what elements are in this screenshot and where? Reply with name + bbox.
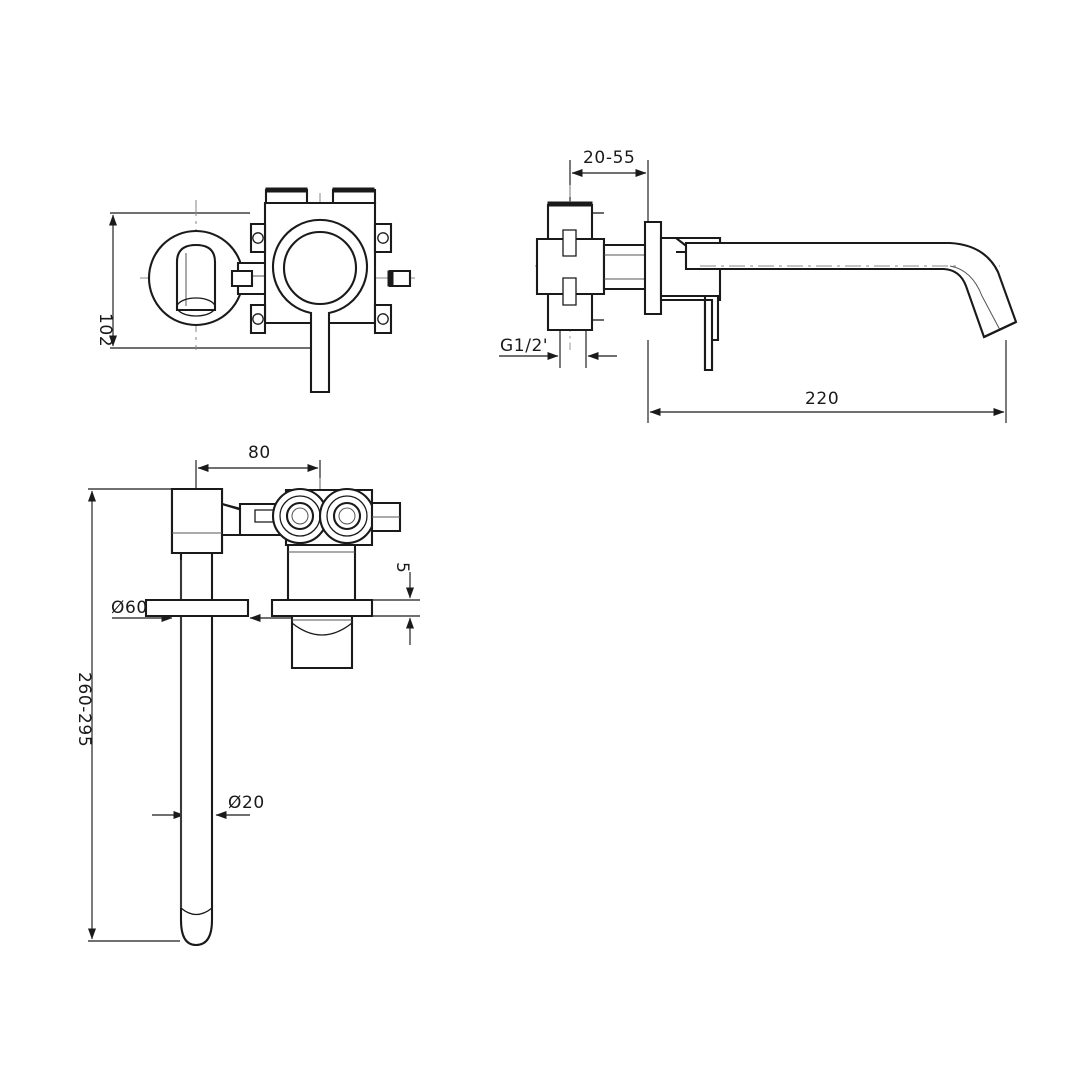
dimension-102-label: 102 bbox=[95, 313, 115, 347]
spout-tube bbox=[179, 551, 214, 947]
dimension-220-label: 220 bbox=[805, 389, 839, 409]
dimension-260-295-label: 260-295 bbox=[74, 672, 94, 747]
valve-barrel bbox=[286, 543, 357, 670]
eccentric-connector bbox=[535, 201, 606, 332]
wall-escutcheon-plate bbox=[643, 220, 663, 316]
spout-arm bbox=[684, 241, 1018, 339]
dimension-5: 5 bbox=[365, 562, 420, 645]
valve-wall-plate bbox=[270, 598, 374, 618]
dimension-5-label: 5 bbox=[392, 562, 412, 573]
spout-wall-plate bbox=[144, 598, 250, 618]
side-view: 20-55 G1/2' 220 bbox=[499, 148, 1018, 423]
dimension-102: 102 bbox=[95, 212, 310, 349]
spout-outlet-rosette bbox=[147, 229, 245, 327]
dimension-220: 220 bbox=[647, 340, 1007, 423]
side-view-lever bbox=[703, 294, 720, 372]
dimension-d20-label: Ø20 bbox=[228, 793, 265, 813]
dimension-260-295: 260-295 bbox=[74, 488, 180, 942]
dimension-thread-label: G1/2' bbox=[500, 336, 548, 356]
front-view: 102 bbox=[95, 187, 415, 394]
top-view: 80 260-295 Ø60 Ø20 bbox=[74, 443, 420, 947]
dimension-20-55-label: 20-55 bbox=[583, 148, 635, 168]
dimension-d20: Ø20 bbox=[152, 793, 265, 819]
top-view-valve-body bbox=[271, 487, 402, 547]
dimension-d60-label: Ø60 bbox=[111, 598, 148, 618]
lever-handle bbox=[272, 218, 368, 394]
dimension-80-label: 80 bbox=[248, 443, 271, 463]
